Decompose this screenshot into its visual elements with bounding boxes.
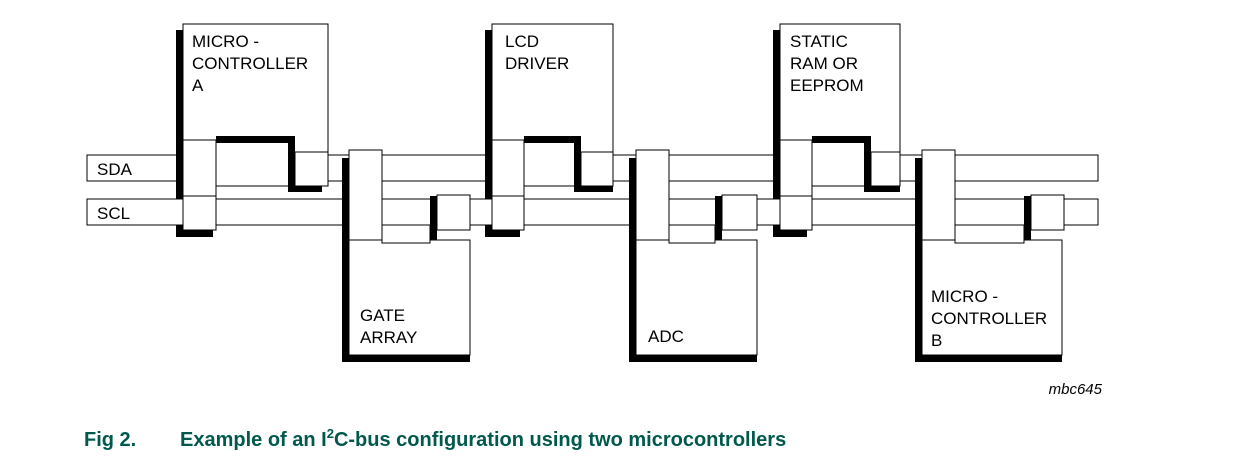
adc-label: ADC bbox=[648, 327, 684, 346]
micro-b-label-line3: B bbox=[931, 331, 942, 350]
sram-label-line1: STATIC bbox=[790, 32, 848, 51]
micro-a-label-line2: CONTROLLER bbox=[192, 54, 308, 73]
micro-a-label-line3: A bbox=[192, 76, 204, 95]
micro-a-label-line1: MICRO - bbox=[192, 32, 259, 51]
figure-number: Fig 2. bbox=[84, 429, 137, 451]
lcd-label-line1: LCD bbox=[505, 32, 539, 51]
scl-label: SCL bbox=[97, 204, 130, 223]
device-adc bbox=[629, 149, 758, 362]
lcd-label-line2: DRIVER bbox=[505, 54, 569, 73]
figure-title-start: Example of an I bbox=[180, 429, 327, 451]
micro-b-label-line1: MICRO - bbox=[931, 287, 998, 306]
micro-b-label-line2: CONTROLLER bbox=[931, 309, 1047, 328]
sram-label-line2: RAM OR bbox=[790, 54, 858, 73]
figure-title: Example of an I2C-bus configuration usin… bbox=[180, 425, 786, 455]
device-gate-array bbox=[342, 149, 471, 362]
device-micro-controller-b bbox=[915, 149, 1065, 362]
figure-title-end: C-bus configuration using two microcontr… bbox=[333, 429, 787, 451]
sda-label: SDA bbox=[97, 160, 133, 179]
gate-array-label-line2: ARRAY bbox=[360, 328, 417, 347]
figure-reference-code: mbc645 bbox=[1049, 381, 1103, 398]
gate-array-label-line1: GATE bbox=[360, 306, 405, 325]
figure-title-superscript: 2 bbox=[326, 426, 334, 441]
sram-label-line3: EEPROM bbox=[790, 76, 864, 95]
